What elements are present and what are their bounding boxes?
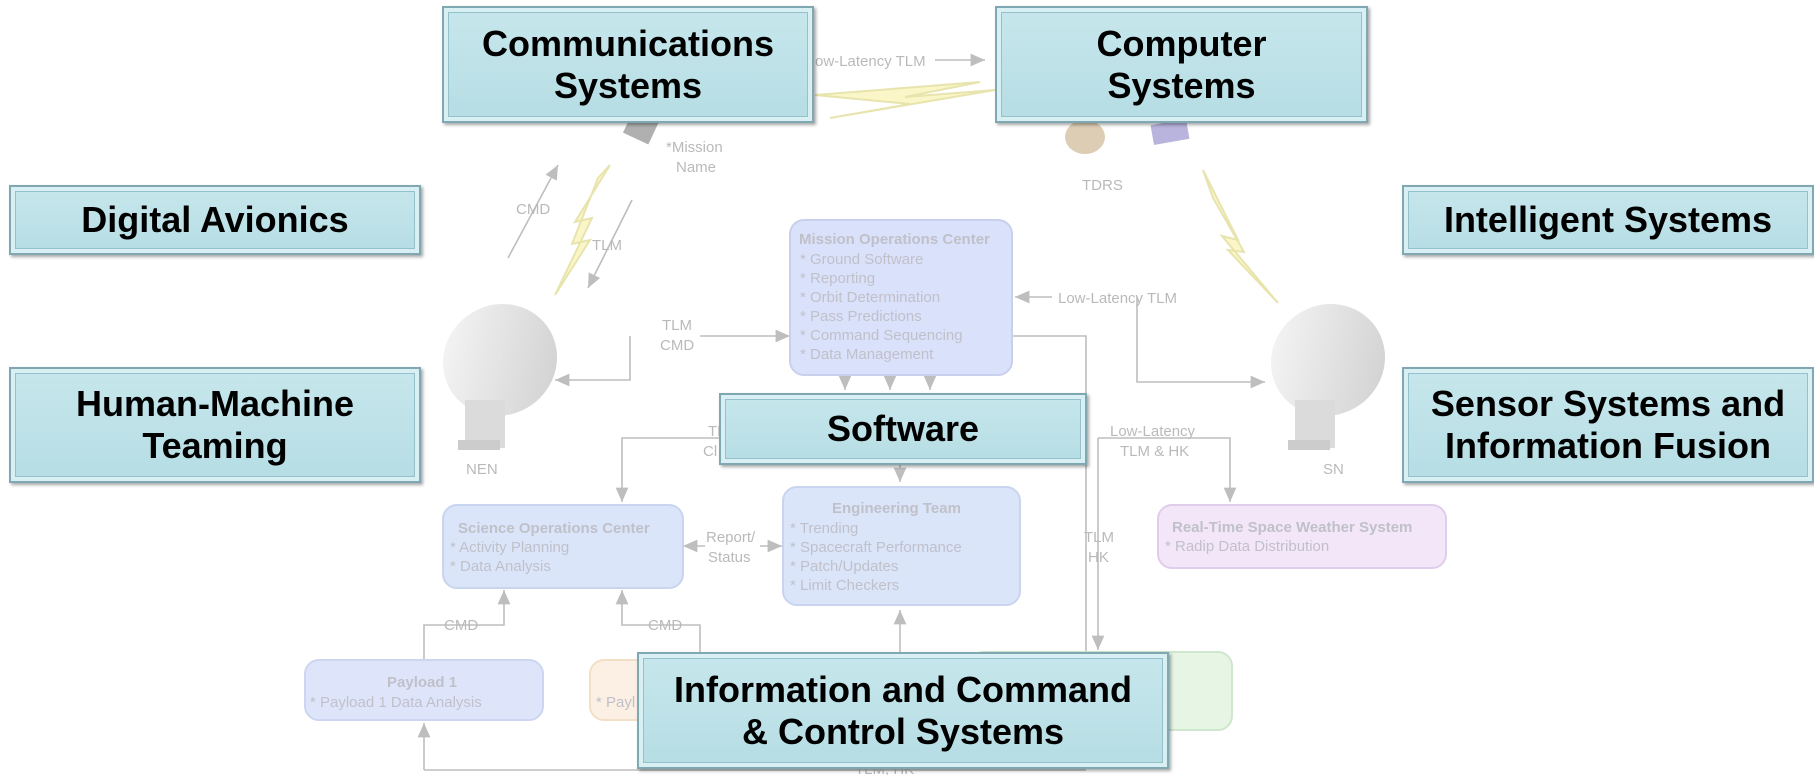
moc-item: * Ground Software [800, 251, 923, 268]
payload1-item: * Payload 1 Data Analysis [310, 694, 482, 711]
tlm-cmd-label-2: CMD [660, 337, 694, 354]
connectors [417, 53, 1265, 771]
human-machine-teaming-text: Human-Machine Teaming [75, 383, 355, 466]
rtsws-item: * Radip Data Distribution [1165, 538, 1329, 555]
moc-title: Mission Operations Center [799, 231, 990, 248]
tlm-label: TLM [592, 237, 622, 254]
eng-item: * Trending [790, 520, 858, 537]
payload2-item-partial: * Payl [596, 694, 635, 711]
moc-item: * Reporting [800, 270, 875, 287]
sensor-systems-text: Sensor Systems and Information Fusion [1430, 383, 1786, 466]
tdrs-satellite-icon [1065, 119, 1190, 154]
lightning-bolt-top [814, 81, 996, 119]
mission-operations-center-box [789, 219, 1013, 376]
rtsws-title: Real-Time Space Weather System [1172, 519, 1412, 536]
soc-item: * Activity Planning [450, 539, 569, 556]
moc-item: * Orbit Determination [800, 289, 940, 306]
digital-avionics-banner: Digital Avionics [9, 185, 421, 255]
computer-systems-text: Computer Systems [1096, 22, 1267, 106]
lightning-bolt-right [1202, 169, 1279, 304]
low-latency-tlm-hk-label-1: Low-Latency [1110, 423, 1196, 440]
eng-item: * Spacecraft Performance [790, 539, 962, 556]
information-command-control-text: Information and Command & Control System… [674, 668, 1132, 752]
mission-name-label: *Mission [666, 139, 723, 156]
intelligent-systems-text: Intelligent Systems [1443, 199, 1773, 240]
human-machine-teaming-banner: Human-Machine Teaming [9, 367, 421, 483]
communications-systems-banner: Communications Systems [442, 6, 814, 123]
lightning-bolt-left [554, 164, 611, 296]
moc-item: * Command Sequencing [800, 327, 963, 344]
space-weather-box [1157, 504, 1447, 569]
cmd-left-label: CMD [444, 617, 478, 634]
eng-title: Engineering Team [832, 500, 961, 517]
payload-1-box [304, 659, 544, 721]
communications-systems-text: Communications Systems [481, 22, 775, 106]
report-status-label-1: Report/ [706, 529, 756, 546]
soc-item: * Data Analysis [450, 558, 551, 575]
information-command-control-banner: Information and Command & Control System… [637, 652, 1169, 769]
low-latency-tlm-hk-label-2: TLM & HK [1120, 443, 1189, 460]
tdrs-label: TDRS [1082, 177, 1123, 194]
low-latency-tlm-right-label: Low-Latency TLM [1058, 290, 1177, 307]
low-latency-tlm-top-label: ow-Latency TLM [815, 53, 926, 70]
tlm-cmd-label-1: TLM [662, 317, 692, 334]
sn-label: SN [1323, 461, 1344, 478]
software-text: Software [826, 408, 980, 449]
mission-name-label-2: Name [676, 159, 716, 176]
moc-item: * Pass Predictions [800, 308, 922, 325]
soc-title: Science Operations Center [458, 520, 650, 537]
digital-avionics-text: Digital Avionics [81, 199, 349, 240]
nen-dish-antenna-icon [442, 303, 558, 450]
report-status-label-2: Status [708, 549, 751, 566]
intelligent-systems-banner: Intelligent Systems [1402, 185, 1814, 255]
cmd-label: CMD [516, 201, 550, 218]
sn-dish-antenna-icon [1270, 303, 1386, 450]
software-banner: Software [719, 393, 1087, 465]
engineering-team-box [782, 486, 1021, 606]
computer-systems-banner: Computer Systems [995, 6, 1368, 123]
cl-partial-label: Cl [703, 443, 717, 460]
cmd-mid-label: CMD [648, 617, 682, 634]
payload1-title: Payload 1 [387, 674, 457, 691]
eng-item: * Limit Checkers [790, 577, 899, 594]
moc-item: * Data Management [800, 346, 934, 363]
nen-label: NEN [466, 461, 498, 478]
science-operations-center-box [442, 504, 684, 589]
tlm-hk-label-1: TLM [1084, 529, 1114, 546]
sensor-systems-banner: Sensor Systems and Information Fusion [1402, 367, 1814, 483]
tlm-hk-label-2: HK [1088, 549, 1109, 566]
eng-item: * Patch/Updates [790, 558, 898, 575]
